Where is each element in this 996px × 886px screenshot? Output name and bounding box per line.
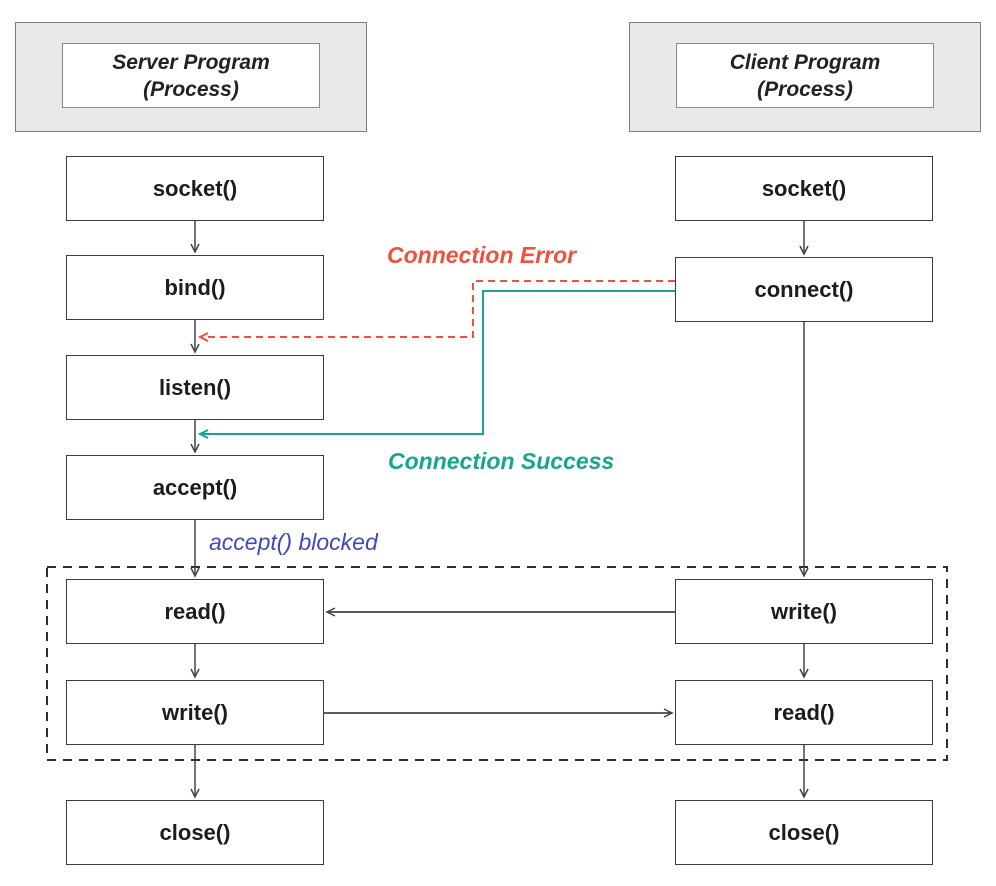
client-program-header: Client Program (Process) (676, 43, 934, 108)
server-node-socket: socket() (66, 156, 324, 221)
client-node-close: close() (675, 800, 933, 865)
client-node-socket: socket() (675, 156, 933, 221)
server-node-listen: listen() (66, 355, 324, 420)
server-node-read: read() (66, 579, 324, 644)
node-label: close() (159, 819, 231, 845)
client-node-connect: connect() (675, 257, 933, 322)
node-label: read() (773, 699, 835, 725)
connection-error-label: Connection Error (387, 242, 577, 268)
client-header-line1: Client Program (729, 50, 881, 74)
server-program-header: Server Program (Process) (62, 43, 320, 108)
server-header-line1: Server Program (112, 50, 270, 74)
server-node-accept: accept() (66, 455, 324, 520)
node-label: listen() (158, 374, 232, 400)
server-node-close: close() (66, 800, 324, 865)
node-label: write() (771, 598, 837, 624)
node-label: read() (164, 598, 226, 624)
server-node-write: write() (66, 680, 324, 745)
client-header-line2: (Process) (757, 77, 853, 101)
node-label: socket() (761, 175, 847, 201)
server-header-line2: (Process) (143, 77, 239, 101)
server-node-bind: bind() (66, 255, 324, 320)
node-label: close() (768, 819, 840, 845)
node-label: accept() (152, 474, 238, 500)
connection-success-label: Connection Success (388, 448, 615, 474)
client-program-container: Client Program (Process) (629, 22, 981, 132)
client-node-read: read() (675, 680, 933, 745)
accept-blocked-label: accept() blocked (209, 529, 378, 555)
node-label: bind() (164, 274, 226, 300)
client-node-write: write() (675, 579, 933, 644)
server-program-container: Server Program (Process) (15, 22, 367, 132)
node-label: connect() (754, 276, 854, 302)
node-label: socket() (152, 175, 238, 201)
node-label: write() (162, 699, 228, 725)
